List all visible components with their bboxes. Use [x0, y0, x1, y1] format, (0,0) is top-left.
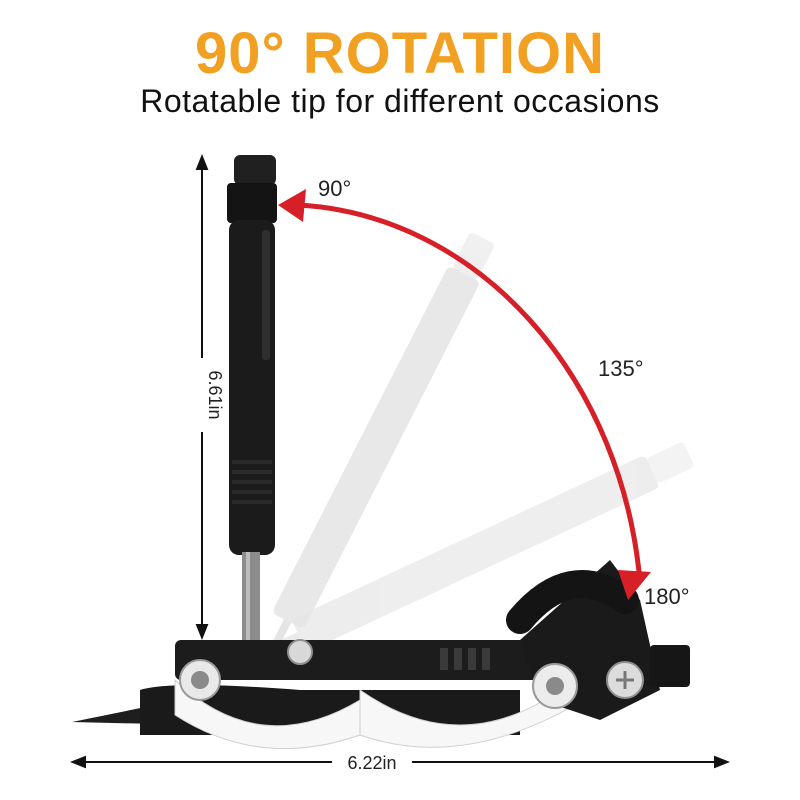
arrowhead-90 [278, 189, 306, 222]
height-dimension-label: 6.61in [205, 370, 225, 419]
angle-label-180: 180° [644, 584, 690, 609]
marking-tool-base [72, 560, 690, 750]
arrowhead-180 [618, 570, 651, 600]
curved-arrow-icon [297, 202, 643, 583]
width-dimension-label: 6.22in [347, 753, 396, 773]
headline-subtitle: Rotatable tip for different occasions [140, 83, 660, 119]
angle-label-90: 90° [318, 176, 351, 201]
angle-label-135: 135° [598, 356, 644, 381]
pencil-90 [227, 155, 277, 642]
headline-title: 90° ROTATION [194, 21, 606, 86]
